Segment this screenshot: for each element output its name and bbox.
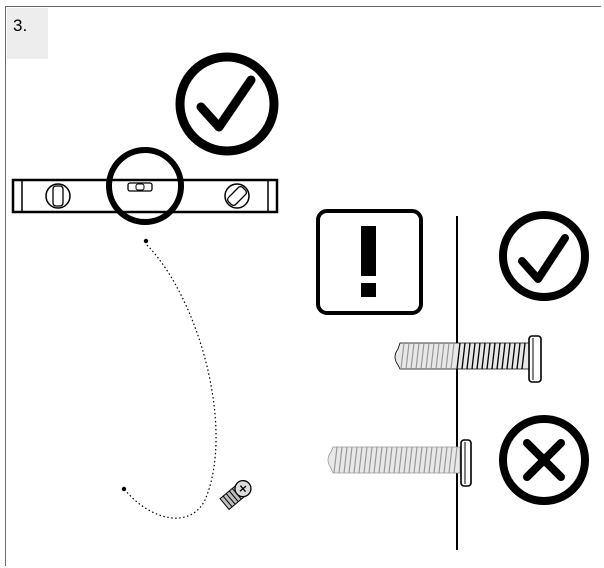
loose-screw-icon	[219, 479, 252, 511]
drill-hole-lower-icon	[121, 486, 127, 492]
dotted-path-line	[124, 244, 217, 519]
correct-check-mark-icon	[499, 211, 589, 301]
bubble-highlight-circle-icon	[106, 147, 184, 225]
correct-length-screw-icon	[394, 335, 542, 383]
wrong-cross-mark-icon	[499, 415, 589, 505]
level-check-mark-icon	[175, 52, 279, 156]
step-number-badge: 3.	[7, 8, 48, 59]
drill-hole-upper-icon	[143, 238, 149, 244]
spirit-level-icon	[11, 178, 279, 214]
attention-exclamation-icon	[316, 209, 423, 315]
too-short-screw-icon	[327, 439, 472, 487]
